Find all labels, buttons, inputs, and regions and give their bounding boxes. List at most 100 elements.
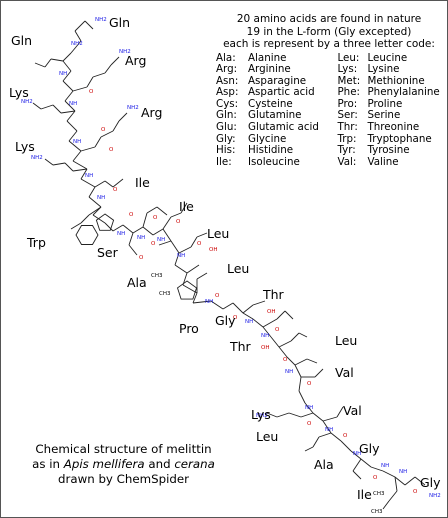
legend-name: Arginine [248,63,291,76]
bond [104,222,114,232]
legend-code: Glu: [216,121,237,134]
nh-group: NH [137,235,145,241]
bond [304,402,314,414]
bond [210,300,224,310]
residue-label: Lys [15,139,35,154]
bond [192,292,198,304]
oxygen-atom: O [215,293,220,299]
bond [278,346,288,358]
legend-name: Methionine [367,74,425,87]
legend-row: Cys:Cysteine [216,98,337,111]
bond [322,416,338,422]
bond [262,318,278,328]
bond [112,120,120,132]
legend-row: Ile:Isoleucine [216,156,337,169]
oxygen-atom: O [101,127,106,133]
bond [66,110,76,122]
bond [286,356,296,366]
legend-name: Valine [367,155,399,168]
bond [252,300,266,306]
bond [180,202,188,214]
nh-group: NH [69,101,77,107]
legend-row: Ala:Alanine [216,52,337,65]
legend-name: Threonine [367,121,420,134]
bond [262,326,272,338]
bond [414,476,426,486]
oxygen-atom: O [275,327,280,333]
bond [222,302,234,310]
legend-row: Ser:Serine [337,110,447,122]
bond [278,340,292,348]
legend-code: Pro: [337,97,358,110]
nh-group: NH [85,173,93,179]
legend-code: Gly: [216,132,236,145]
bond [404,476,416,486]
amine-group: NH2 [31,155,43,161]
residue-label: Pro [179,321,199,336]
legend-name: Asparagine [248,74,307,87]
bond [270,336,280,348]
legend-code: Ser: [337,109,358,122]
bond [94,136,102,148]
amine-group: NH2 [256,413,268,419]
bond [72,150,82,162]
oxygen-atom: O [307,381,312,387]
nh-group: NH [305,405,313,411]
legend-code: Phe: [337,86,361,99]
caption-line: as in Apis mellifera and cerana [31,457,216,472]
hydroxyl-group: OH [209,247,217,253]
oxygen-atom: O [373,475,378,481]
bond [312,412,324,422]
bond [300,412,314,418]
legend-row: Asp:Aspartic acid [216,86,337,99]
legend-name: Aspartic acid [248,86,315,99]
residue-label: Ala [127,275,147,290]
bond [196,272,208,280]
legend-code: Leu: [337,51,360,64]
bond [242,304,254,314]
legend-row: Leu:Leucine [337,51,447,65]
bond [62,70,72,82]
species-name: Apis mellifera [63,457,145,471]
legend-name: Phenylalanine [367,86,440,99]
bond [298,376,302,392]
bond [314,368,324,378]
nh-group: NH [353,451,361,457]
bond [186,264,200,274]
legend-code: His: [216,144,236,157]
legend-code: Gln: [216,109,237,122]
bond [64,90,74,102]
bond [72,86,88,92]
residue-label: Ile [357,487,372,502]
legend-code: Asn: [216,74,239,87]
legend-name: Glutamic acid [248,121,319,134]
legend-name: Glutamine [248,109,302,122]
bond [88,206,102,216]
legend-name: Proline [367,97,403,110]
residue-label: Ala [314,457,334,472]
amine-group: NH2 [95,17,107,23]
nh-group: NH [285,369,293,375]
bond [70,222,82,230]
oxygen-atom: O [233,315,238,321]
legend-row: Asn: Asparagine [216,74,337,88]
methyl-group: CH3 [151,273,163,279]
bond [156,206,168,216]
legend-row: Lys:Lysine [337,63,447,76]
residue-label: Leu [256,429,278,444]
oxygen-atom: O [113,187,118,193]
bond [306,358,318,364]
nh-group: NH [399,469,407,475]
bond [170,240,180,254]
residue-label: Gly [359,441,380,456]
bond [318,432,332,438]
bond [80,178,96,188]
bond [44,158,54,166]
bond [158,240,172,246]
bond [266,412,278,418]
bond [350,450,362,460]
oxygen-atom: O [89,89,94,95]
legend-columns: Ala:Alanine Arg:Arginine Asn:Asparagine … [211,51,447,169]
methyl-group: CH3 [373,491,385,497]
bond [100,130,114,138]
